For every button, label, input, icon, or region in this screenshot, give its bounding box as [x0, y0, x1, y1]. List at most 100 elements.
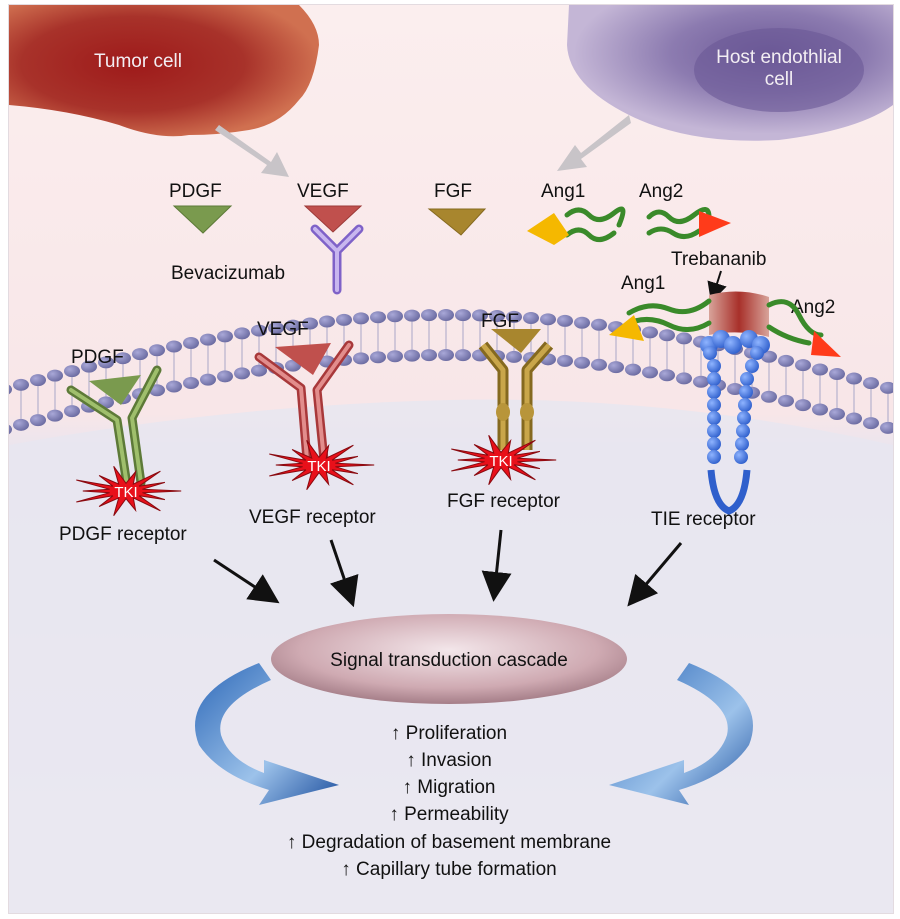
outcome-list: ↑ Proliferation ↑ Invasion ↑ Migration ↑…: [287, 723, 611, 880]
phospholipid-head: [438, 309, 454, 322]
phospholipid-head: [863, 377, 879, 390]
tie-receptor-icon: [700, 330, 770, 515]
tumor-cell: Tumor cell: [9, 5, 319, 137]
outcome-item: ↑ Capillary tube formation: [341, 859, 556, 880]
phospholipid-head: [234, 327, 250, 340]
phospholipid-head: [591, 318, 607, 331]
phospholipid-head: [778, 354, 794, 367]
free-ang1-label: Ang1: [541, 181, 585, 202]
pdgf-ligand-icon: [172, 205, 233, 234]
phospholipid-head: [761, 390, 777, 403]
phospholipid-head: [812, 363, 828, 376]
bevacizumab-label: Bevacizumab: [171, 263, 285, 284]
fgf-ligand-icon: [427, 208, 487, 236]
bound-vegf-ligand-icon: [275, 343, 331, 375]
phospholipid-head: [9, 384, 12, 395]
phospholipid-head: [370, 351, 386, 364]
host-secretion-arrow: [557, 115, 631, 171]
free-ang2-label: Ang2: [639, 181, 683, 202]
phospholipid-head: [404, 349, 420, 362]
phospholipid-head: [778, 394, 794, 407]
phospholipid-head: [812, 403, 828, 416]
diagram-canvas: Tumor cell Host endothlial cell PDGF VEG…: [8, 4, 894, 914]
fgf-receptor-icon: [478, 341, 554, 450]
phospholipid-head: [880, 421, 893, 434]
phospholipid-head: [506, 350, 522, 363]
phospholipid-head: [387, 350, 403, 363]
trebananib-label: Trebananib: [671, 249, 766, 270]
receptor-to-cascade-arrows: [213, 529, 683, 608]
phospholipid-head: [489, 310, 505, 323]
tki-label: TKI: [307, 458, 330, 475]
phospholipid-head: [659, 329, 675, 342]
left-feedback-arrow-icon: [195, 663, 339, 805]
phospholipid-head: [472, 309, 488, 322]
tki-pdgf-starburst-icon: TKI: [76, 466, 182, 516]
phospholipid-head: [676, 372, 692, 385]
phospholipid-head: [64, 405, 80, 418]
phospholipid-head: [64, 365, 80, 378]
phospholipid-head: [727, 382, 743, 395]
phospholipid-head: [234, 367, 250, 380]
phospholipid-head: [404, 309, 420, 322]
arrow-vegf-to-cascade: [329, 539, 359, 608]
tumor-cell-label: Tumor cell: [94, 51, 182, 72]
phospholipid-head: [336, 313, 352, 326]
complex-ang1-label: Ang1: [621, 273, 665, 294]
phospholipid-head: [829, 367, 845, 380]
host-cell-label-line1: Host endothlial: [716, 47, 842, 68]
phospholipid-head: [625, 363, 641, 376]
phospholipid-head: [302, 317, 318, 330]
phospholipid-head: [659, 369, 675, 382]
phospholipid-head: [574, 356, 590, 369]
phospholipid-head: [574, 316, 590, 329]
bound-fgf-ligand-icon: [491, 329, 541, 353]
phospholipid-head: [166, 380, 182, 393]
phospholipid-head: [506, 310, 522, 323]
tki-fgf-starburst-icon: TKI: [451, 435, 557, 485]
phospholipid-head: [183, 376, 199, 389]
arrow-fgf-to-cascade: [481, 529, 512, 602]
outcome-item: ↑ Proliferation: [391, 723, 507, 744]
arrow-tie-to-cascade: [627, 542, 683, 607]
phospholipid-head: [642, 366, 658, 379]
angiogenesis-diagram: Tumor cell Host endothlial cell PDGF VEG…: [9, 5, 893, 913]
trebananib-complex-icon: [609, 291, 841, 357]
phospholipid-head: [200, 333, 216, 346]
phospholipid-head: [30, 374, 46, 387]
phospholipid-head: [863, 417, 879, 430]
bound-pdgf-label: PDGF: [71, 347, 124, 368]
phospholipid-head: [438, 349, 454, 362]
phospholipid-head: [30, 414, 46, 427]
free-fgf-label: FGF: [434, 181, 472, 202]
phospholipid-head: [200, 373, 216, 386]
phospholipid-head: [285, 319, 301, 332]
tki-label: TKI: [114, 484, 137, 501]
phospholipid-head: [795, 359, 811, 372]
phospholipid-head: [642, 326, 658, 339]
phospholipid-head: [132, 348, 148, 361]
vegf-ligand-icon: [303, 205, 363, 233]
outcome-item: ↑ Migration: [403, 777, 496, 798]
phospholipid-head: [149, 344, 165, 357]
tie-receptor-label: TIE receptor: [651, 509, 756, 530]
phospholipid-head: [251, 324, 267, 337]
phospholipid-head: [761, 350, 777, 363]
phospholipid-head: [353, 352, 369, 365]
phospholipid-head: [455, 349, 471, 362]
right-feedback-arrow-icon: [609, 663, 753, 805]
phospholipid-head: [251, 364, 267, 377]
phospholipid-head: [608, 361, 624, 374]
pdgf-receptor-icon: [66, 365, 162, 490]
phospholipid-head: [370, 311, 386, 324]
phospholipid-head: [421, 309, 437, 322]
host-endothelial-cell: Host endothlial cell: [567, 5, 893, 141]
signal-cascade-label: Signal transduction cascade: [330, 650, 568, 671]
trebananib-pointer-arrow: [707, 270, 727, 303]
phospholipid-head: [880, 381, 893, 394]
phospholipid-head: [829, 407, 845, 420]
phospholipid-head: [795, 399, 811, 412]
phospholipid-head: [353, 312, 369, 325]
bevacizumab-antibody-icon: [310, 224, 364, 295]
phospholipid-head: [693, 375, 709, 388]
